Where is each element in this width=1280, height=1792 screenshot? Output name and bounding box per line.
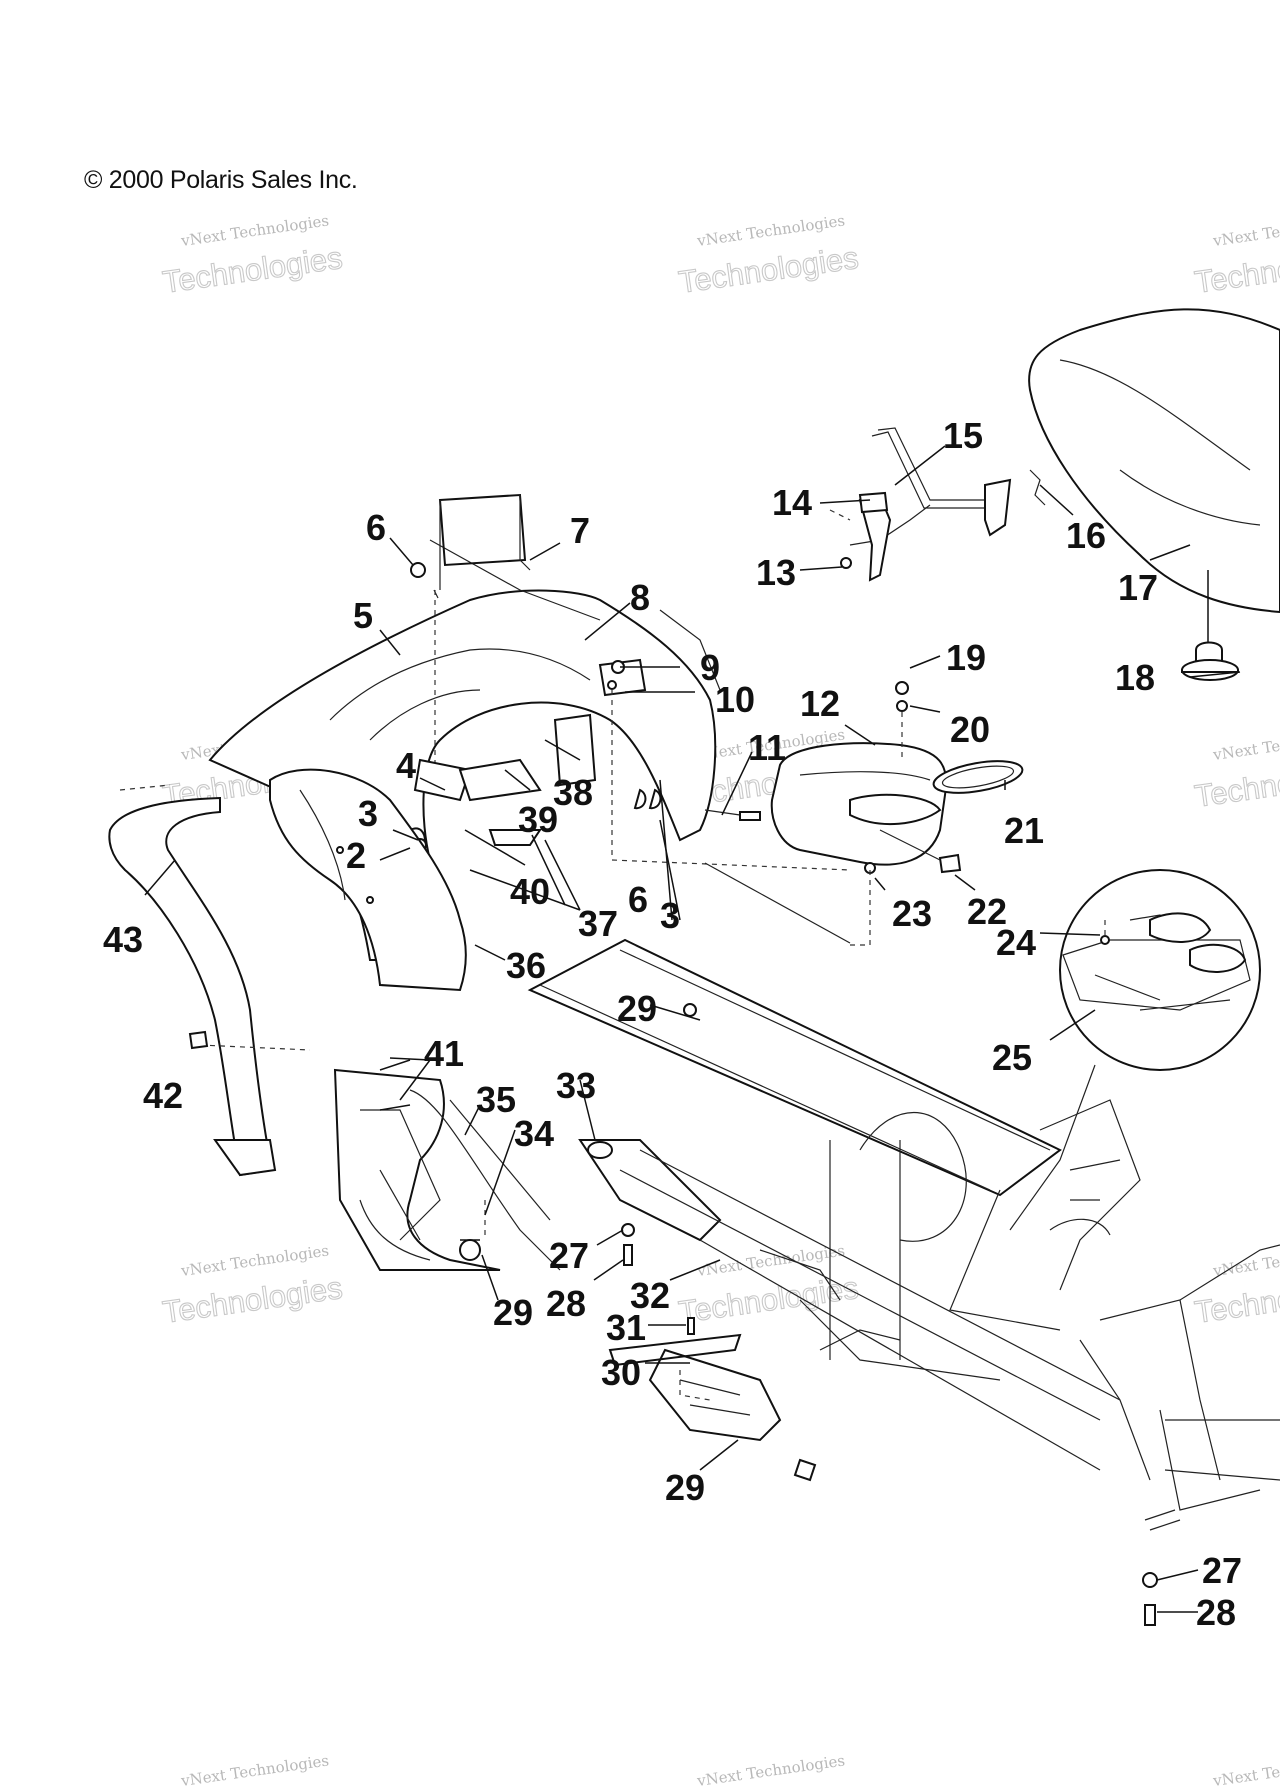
part-callout: 16 bbox=[1066, 515, 1106, 556]
part-callout: 12 bbox=[800, 683, 840, 724]
part-callout: 43 bbox=[103, 919, 143, 960]
part-callout: 27 bbox=[1202, 1550, 1242, 1591]
watermark: vNext Technologies Technologies bbox=[160, 211, 345, 300]
watermark: vNext Technologies bbox=[1211, 1751, 1280, 1790]
watermark: vNext Technologies bbox=[179, 1751, 330, 1790]
watermark: vNext Technologies bbox=[695, 1751, 846, 1790]
part-callout: 41 bbox=[424, 1033, 464, 1074]
part-callout: 19 bbox=[946, 637, 986, 678]
part-callout: 2 bbox=[346, 835, 366, 876]
watermark: vNext Technologies Technologies bbox=[1192, 725, 1280, 814]
watermark-text: vNext Technologies bbox=[1211, 1751, 1280, 1790]
part-callout: 34 bbox=[514, 1113, 554, 1154]
footwell-drawing bbox=[333, 1059, 561, 1271]
part-callout: 25 bbox=[992, 1037, 1032, 1078]
part-callout: 9 bbox=[700, 647, 720, 688]
part-callout: 29 bbox=[665, 1467, 705, 1508]
part-callout: 39 bbox=[518, 799, 558, 840]
part-callout: 32 bbox=[630, 1275, 670, 1316]
part-callout: 5 bbox=[353, 595, 373, 636]
detail-inset-drawing bbox=[1009, 869, 1261, 1231]
part-callout: 28 bbox=[1196, 1592, 1236, 1633]
part-callout: 8 bbox=[630, 577, 650, 618]
part-callout: 3 bbox=[660, 895, 680, 936]
part-callout: 31 bbox=[606, 1307, 646, 1348]
watermark-text-large: Technologies bbox=[1192, 240, 1280, 300]
watermark-text: vNext Technologies bbox=[1211, 725, 1280, 764]
watermark-text-large: Technologies bbox=[1192, 1270, 1280, 1330]
part-callout: 3 bbox=[358, 793, 378, 834]
watermark: vNext Technologies Technologies bbox=[676, 211, 861, 300]
part-callout: 23 bbox=[892, 893, 932, 934]
part-callout: 38 bbox=[553, 772, 593, 813]
tank-drawing bbox=[704, 681, 1024, 946]
watermark-text: vNext Technologies bbox=[695, 1751, 846, 1790]
part-callout: 28 bbox=[546, 1283, 586, 1324]
leader-lines bbox=[144, 445, 1241, 1613]
watermark: vNext Technologies Technologies bbox=[1192, 211, 1280, 300]
part-callout: 33 bbox=[556, 1065, 596, 1106]
part-callout: 6 bbox=[366, 507, 386, 548]
watermark-text: vNext Technologies bbox=[1211, 211, 1280, 250]
part-callout: 29 bbox=[617, 988, 657, 1029]
frame-drawing bbox=[527, 938, 1280, 1626]
part-callout: 42 bbox=[143, 1075, 183, 1116]
part-callout: 20 bbox=[950, 709, 990, 750]
watermark-text-large: Technologies bbox=[1192, 754, 1280, 814]
part-callout: 36 bbox=[506, 945, 546, 986]
part-callout: 11 bbox=[748, 727, 786, 768]
part-callout: 4 bbox=[396, 745, 416, 786]
seat-latch-drawing bbox=[829, 427, 1046, 582]
part-callout: 21 bbox=[1004, 810, 1044, 851]
watermark-text: vNext Technologies bbox=[179, 1751, 330, 1790]
seat-drawing bbox=[1028, 308, 1280, 681]
part-callout: 40 bbox=[510, 871, 550, 912]
part-callout: 22 bbox=[967, 891, 1007, 932]
part-callout: 14 bbox=[772, 482, 812, 523]
part-callout: 29 bbox=[493, 1292, 533, 1333]
part-callouts: 15 14 16 13 17 6 7 8 5 9 10 19 18 20 12 … bbox=[103, 415, 1242, 1633]
part-callout: 15 bbox=[943, 415, 983, 456]
part-callout: 18 bbox=[1115, 657, 1155, 698]
part-callout: 17 bbox=[1118, 567, 1158, 608]
part-callout: 30 bbox=[601, 1352, 641, 1393]
rear-fender-drawing bbox=[208, 493, 851, 961]
watermark: vNext Technologies Technologies bbox=[1192, 1241, 1280, 1330]
part-callout: 27 bbox=[549, 1235, 589, 1276]
part-callout: 6 bbox=[628, 879, 648, 920]
part-callout: 35 bbox=[476, 1079, 516, 1120]
watermark: vNext Technologies Technologies bbox=[160, 1241, 345, 1330]
part-callout: 7 bbox=[570, 510, 590, 551]
part-callout: 10 bbox=[715, 679, 755, 720]
part-callout: 24 bbox=[996, 922, 1036, 963]
copyright-notice: © 2000 Polaris Sales Inc. bbox=[84, 166, 358, 194]
front-fender-drawing bbox=[108, 768, 467, 1177]
part-callout: 37 bbox=[578, 903, 618, 944]
part-callout: 13 bbox=[756, 552, 796, 593]
